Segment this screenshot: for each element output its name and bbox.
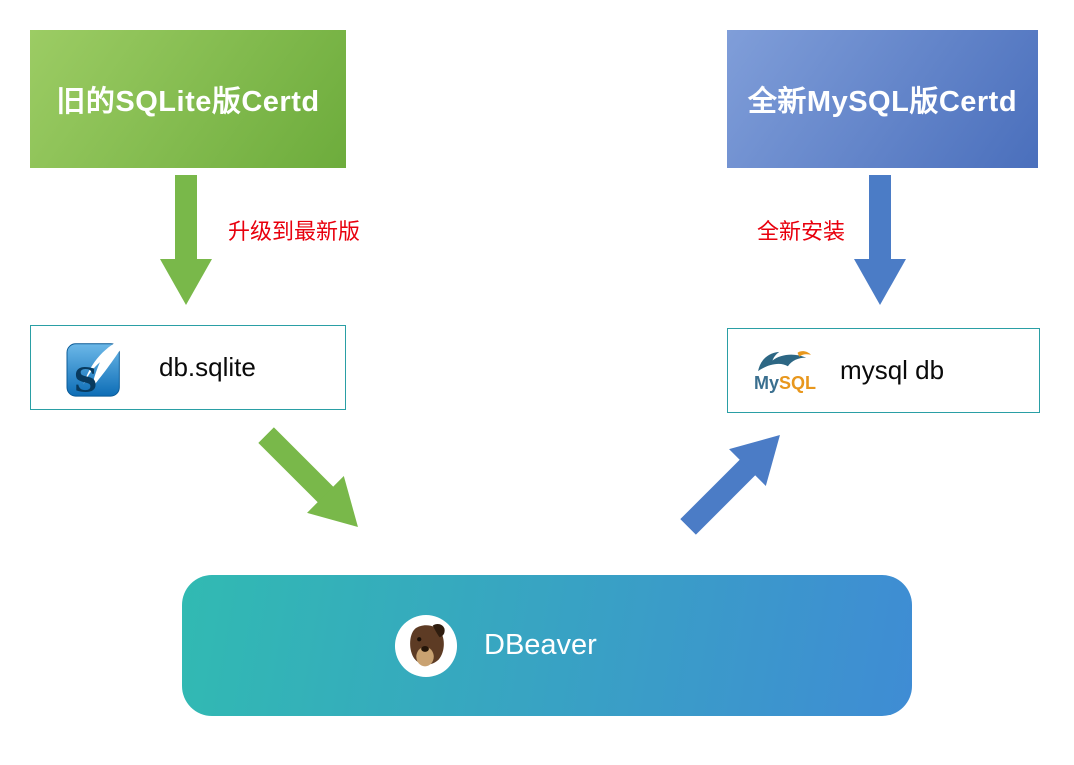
node-mysql-db: MySQL mysql db: [727, 328, 1040, 413]
mysql-logo-text-sql: SQL: [779, 373, 817, 393]
node-old-sqlite-certd: 旧的SQLite版Certd: [30, 30, 346, 168]
mysql-logo-text: MySQL: [754, 374, 816, 392]
mysql-logo-text-my: My: [754, 373, 780, 393]
edge-label-upgrade: 升级到最新版: [228, 219, 361, 244]
dbeaver-logo-icon: [394, 614, 458, 677]
node-old-sqlite-certd-label: 旧的SQLite版Certd: [56, 86, 320, 118]
node-sqlite-db: S db.sqlite: [30, 325, 346, 410]
node-sqlite-db-label: db.sqlite: [159, 352, 256, 382]
sqlite-logo-icon: S: [66, 336, 129, 399]
node-mysql-db-label: mysql db: [840, 355, 945, 385]
edge-label-fresh-install: 全新安装: [757, 219, 846, 244]
arrow-diagonal-blue-icon: [668, 415, 800, 547]
node-new-mysql-certd: 全新MySQL版Certd: [727, 30, 1038, 168]
node-new-mysql-certd-label: 全新MySQL版Certd: [747, 86, 1018, 118]
mysql-logo-icon: MySQL: [754, 349, 816, 392]
arrow-down-blue-icon: [852, 175, 908, 305]
node-dbeaver: DBeaver: [182, 575, 912, 716]
arrow-down-green-icon: [158, 175, 214, 305]
node-dbeaver-label: DBeaver: [484, 629, 597, 661]
arrow-diagonal-green-icon: [246, 415, 378, 547]
sqlite-logo-letter: S: [74, 360, 98, 399]
